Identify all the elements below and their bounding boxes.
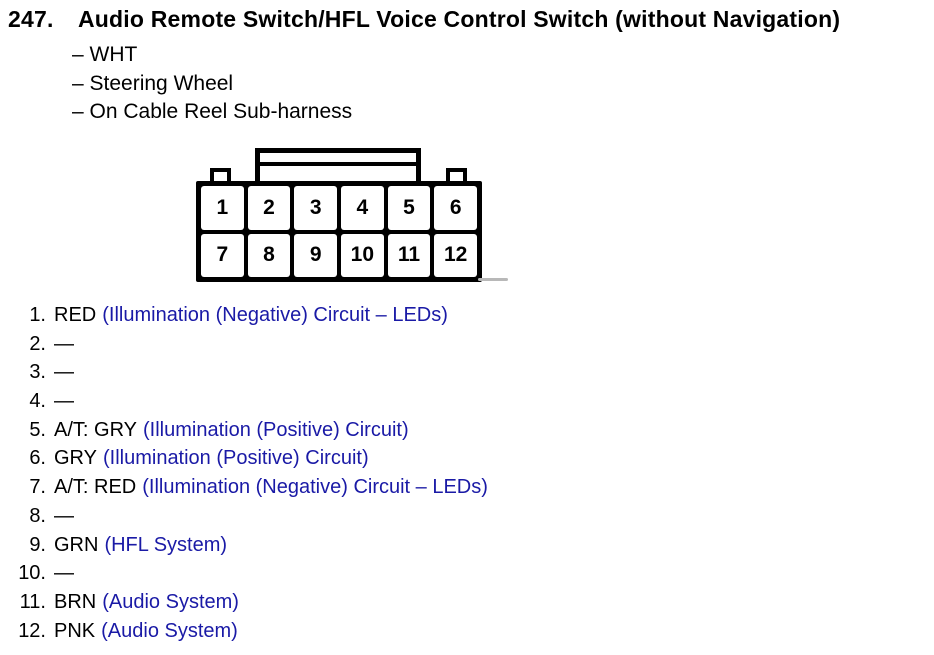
connector-latch (255, 148, 421, 181)
pin-number: 2. (29, 332, 46, 355)
connector-diagram: 1 2 3 4 5 6 7 8 9 10 11 12 (196, 148, 482, 282)
pin-wire-color: — (54, 562, 74, 585)
pin-row: 12. PNK (Audio System) (8, 617, 488, 646)
connector-pin-cell: 4 (341, 186, 384, 230)
pin-wire-color: BRN (54, 590, 97, 613)
pin-wire-color: A/T: GRY (54, 418, 137, 441)
pin-number: 8. (29, 504, 46, 527)
connector-guide-rib-right (446, 168, 467, 181)
connector-pin-cell: 11 (387, 233, 431, 277)
scan-artifact-line (478, 278, 508, 281)
pin-wire-color: A/T: RED (54, 476, 137, 499)
connector-pin-cell: 9 (294, 233, 337, 277)
connector-pin-cell: 5 (387, 186, 431, 230)
attribute-line: – On Cable Reel Sub-harness (72, 100, 353, 124)
pin-circuit-description: (Audio System) (102, 590, 239, 613)
attribute-list: – WHT – Steering Wheel – On Cable Reel S… (72, 41, 352, 127)
pin-row: 3. — (8, 358, 488, 387)
pin-row: 4. — (8, 387, 488, 416)
connector-pin-cell: 10 (341, 233, 384, 277)
pin-number: 11. (19, 590, 46, 613)
pin-number: 12. (18, 619, 46, 642)
attribute-line: – WHT (72, 43, 138, 66)
pin-row: 5. A/T: GRY (Illumination (Positive) Cir… (8, 416, 488, 445)
pin-wire-color: — (54, 504, 74, 527)
pin-circuit-description: (Illumination (Positive) Circuit) (143, 418, 409, 441)
pin-wire-color: RED (54, 304, 97, 326)
pin-row: 2. — (8, 330, 488, 359)
pin-circuit-description: (Audio System) (101, 619, 238, 642)
pin-row: 6. GRY (Illumination (Positive) Circuit) (8, 444, 488, 473)
pin-row: 1. RED (Illumination (Negative) Circuit … (8, 301, 488, 330)
pin-wire-color: — (54, 332, 74, 355)
pin-circuit-description: (Illumination (Positive) Circuit) (102, 447, 369, 470)
pin-number: 10. (18, 562, 46, 585)
connector-pin-cell: 8 (247, 233, 291, 277)
pin-wire-color: GRY (54, 447, 97, 470)
connector-pin-cell: 3 (294, 186, 337, 230)
connector-latch-line (260, 162, 416, 166)
pin-assignment-list: 1. RED (Illumination (Negative) Circuit … (8, 301, 488, 645)
pin-wire-color: — (54, 361, 74, 384)
pin-wire-color: GRN (54, 533, 99, 556)
pin-number: 3. (29, 361, 46, 384)
connector-pin-cell: 2 (247, 186, 291, 230)
pin-row: 7. A/T: RED (Illumination (Negative) Cir… (8, 473, 488, 502)
pin-row: 11. BRN (Audio System) (8, 588, 488, 617)
pin-row: 9. GRN (HFL System) (8, 531, 488, 560)
pin-number: 4. (29, 390, 46, 413)
pin-circuit-description: (Illumination (Negative) Circuit – LEDs) (142, 476, 488, 499)
pin-number: 7. (29, 476, 46, 499)
connector-pin-cell: 12 (434, 233, 477, 277)
pin-row: 8. — (8, 502, 488, 531)
pin-wire-color: — (54, 390, 74, 413)
item-number: 247. (8, 6, 54, 32)
connector-pin-cell: 1 (201, 186, 244, 230)
pin-number: 5. (29, 418, 46, 441)
connector-guide-rib-left (210, 168, 231, 181)
pin-row: 10. — (8, 559, 488, 588)
pin-wire-color: PNK (54, 619, 96, 642)
pin-number: 9. (29, 533, 46, 556)
connector-pin-cell: 6 (434, 186, 477, 230)
page-title: Audio Remote Switch/HFL Voice Control Sw… (78, 6, 841, 32)
attribute-line: – Steering Wheel (72, 71, 234, 95)
pin-circuit-description: (HFL System) (104, 533, 228, 556)
connector-body: 1 2 3 4 5 6 7 8 9 10 11 12 (196, 181, 482, 282)
pin-number: 6. (29, 447, 46, 470)
pin-circuit-description: (Illumination (Negative) Circuit – LEDs) (102, 304, 448, 326)
pin-number: 1. (29, 304, 46, 326)
connector-pin-cell: 7 (201, 233, 244, 277)
